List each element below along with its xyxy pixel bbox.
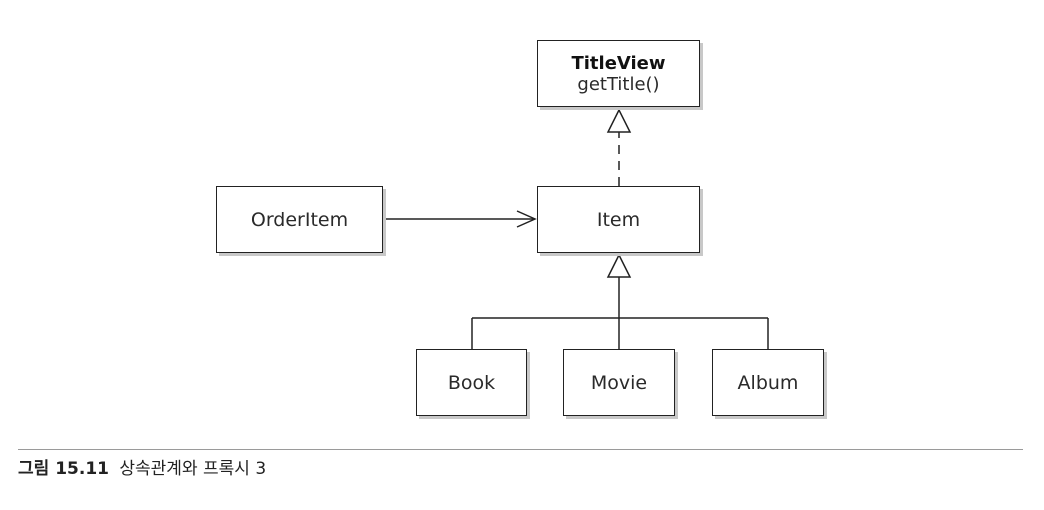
item-class-box: Item: [537, 186, 700, 253]
generalization-arrowhead: [606, 253, 632, 278]
titleview-class-box: TitleView getTitle(): [537, 40, 700, 107]
orderitem-class-name: OrderItem: [250, 208, 349, 231]
association-arrowhead: [516, 210, 537, 228]
figure-caption: 그림 15.11 상속관계와 프록시 3: [18, 458, 266, 480]
titleview-method: getTitle(): [577, 73, 660, 95]
book-class-name: Book: [447, 371, 496, 394]
realization-arrowhead: [606, 108, 632, 133]
book-class-box: Book: [416, 349, 527, 416]
uml-class-diagram: TitleView getTitle() OrderItem Item Book…: [216, 40, 824, 416]
movie-class-box: Movie: [563, 349, 675, 416]
album-class-name: Album: [737, 371, 799, 394]
caption-divider: [18, 449, 1023, 450]
titleview-class-name: TitleView: [571, 52, 666, 74]
figure-number: 그림 15.11: [18, 459, 109, 479]
orderitem-class-box: OrderItem: [216, 186, 383, 253]
item-class-name: Item: [596, 208, 641, 231]
connector-layer: [383, 108, 769, 349]
figure-caption-text: 상속관계와 프록시 3: [119, 459, 267, 479]
movie-class-name: Movie: [590, 371, 648, 394]
album-class-box: Album: [712, 349, 824, 416]
